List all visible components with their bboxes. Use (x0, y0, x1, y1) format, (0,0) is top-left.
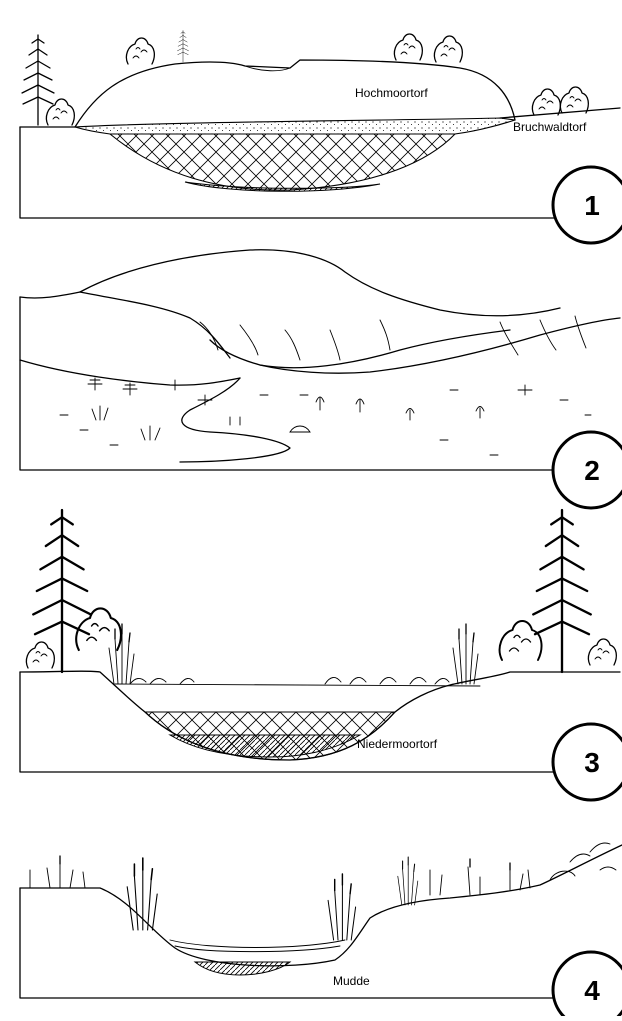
shrub (76, 608, 121, 650)
panel-number-1: 1 (584, 190, 600, 221)
panel-3: Niedermoortorf 3 (20, 510, 622, 800)
panel-4-ground (20, 845, 622, 966)
shrub (126, 38, 154, 64)
panel-1: Hochmoortorf Bruchwaldtorf 1 (20, 30, 622, 243)
panel-2: 2 (20, 250, 622, 508)
shrub (588, 639, 616, 665)
panel-4-box (20, 888, 560, 998)
reed (398, 857, 418, 905)
panel-number-2: 2 (584, 455, 600, 486)
shrub (434, 36, 462, 62)
label-niedermoortorf: Niedermoortorf (357, 737, 438, 751)
shrub (500, 621, 542, 660)
bruchwaldtorf-layer (75, 118, 515, 134)
reed (109, 624, 134, 684)
label-mudde: Mudde (333, 974, 370, 988)
basin-peat-1 (110, 134, 455, 190)
spruce-tree (33, 510, 91, 672)
label-hochmoortorf: Hochmoortorf (355, 86, 428, 100)
mudde-layer (195, 962, 290, 975)
panel-4: Mudde 4 (20, 843, 622, 1016)
panel-number-4: 4 (584, 975, 600, 1006)
shrub (560, 87, 588, 113)
shrub (26, 642, 54, 668)
reed (328, 874, 356, 940)
panel-2-box (20, 297, 560, 470)
small-tree (177, 30, 188, 62)
shrub (394, 34, 422, 60)
spruce-tree (22, 35, 54, 125)
reed (453, 624, 478, 684)
panel-number-3: 3 (584, 747, 600, 778)
shrub (532, 89, 560, 115)
hochmoor-dome (75, 60, 515, 127)
label-bruchwaldtorf: Bruchwaldtorf (513, 120, 587, 134)
